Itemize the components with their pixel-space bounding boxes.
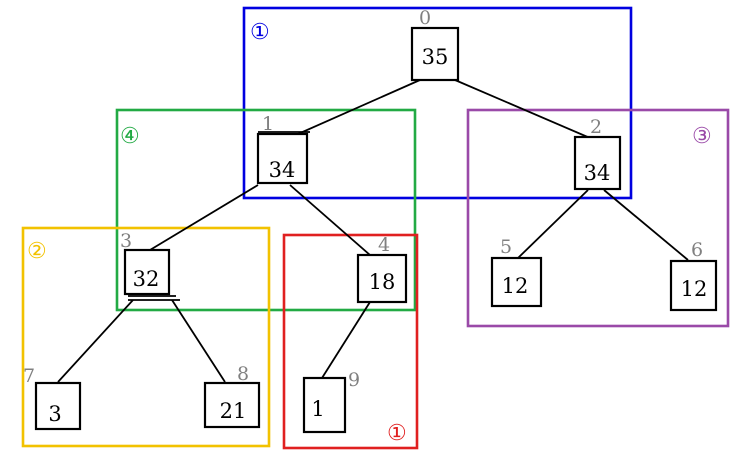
- node-index: 1: [262, 113, 274, 135]
- edge-3-7: [57, 299, 134, 383]
- node-value: 18: [369, 270, 396, 294]
- heap-node-7: 3 7: [23, 365, 82, 431]
- heap-node-9: 1 9: [302, 369, 360, 434]
- node-box: [123, 248, 171, 296]
- group-box-purple: [466, 108, 730, 328]
- node-index: 4: [378, 234, 390, 256]
- heap-node-2: 34 2: [573, 116, 622, 191]
- group-box-blue: [242, 6, 633, 200]
- group-box-green: [115, 108, 417, 312]
- node-index: 8: [237, 363, 249, 385]
- node-index: 9: [348, 369, 360, 391]
- group-box-red: [282, 233, 419, 450]
- group-label-red: ①: [387, 421, 407, 446]
- node-value: 32: [133, 267, 160, 291]
- group-label-purple: ③: [692, 124, 712, 149]
- node-value: 1: [311, 397, 324, 421]
- node-box: [669, 259, 718, 312]
- node-index: 6: [691, 239, 703, 261]
- edge-3-8: [171, 299, 226, 383]
- heap-node-6: 12 6: [669, 239, 718, 312]
- node-box: [256, 132, 309, 185]
- node-box: [490, 256, 543, 308]
- node-box: [302, 376, 347, 434]
- node-value: 34: [584, 161, 611, 185]
- heap-node-5: 12 5: [490, 236, 543, 308]
- node-index: 3: [120, 230, 132, 252]
- edge-1-3: [149, 184, 259, 251]
- node-value: 35: [422, 45, 449, 69]
- node-value: 12: [681, 277, 708, 301]
- node-index: 5: [500, 236, 512, 258]
- edge-1-4: [289, 184, 371, 256]
- edge-2-5: [517, 189, 589, 259]
- edge-4-9: [321, 301, 371, 379]
- heap-node-0: 35 0: [410, 7, 460, 82]
- node-box: [203, 381, 261, 429]
- edge-0-1: [297, 79, 421, 135]
- edge-0-2: [454, 79, 591, 139]
- group-label-yellow: ②: [27, 239, 47, 264]
- node-box: [573, 135, 622, 191]
- heap-node-8: 21 8: [203, 363, 261, 429]
- node-index: 7: [23, 365, 35, 387]
- node-box: [356, 253, 408, 304]
- heap-node-3: 32 3: [120, 230, 171, 296]
- node-value: 21: [220, 399, 247, 423]
- group-box-yellow: [21, 226, 271, 448]
- node-value: 34: [269, 158, 296, 182]
- node-box: [34, 381, 82, 431]
- node-box: [410, 26, 460, 82]
- group-label-green: ④: [120, 124, 140, 149]
- node-value: 12: [502, 274, 529, 298]
- group-label-blue: ①: [250, 20, 270, 45]
- node-index: 2: [590, 116, 602, 138]
- node-index: 0: [419, 7, 431, 29]
- edge-2-6: [603, 189, 689, 261]
- heap-node-4: 18 4: [356, 234, 408, 304]
- node-value: 3: [48, 402, 61, 426]
- heap-node-1: 34 1: [256, 113, 309, 185]
